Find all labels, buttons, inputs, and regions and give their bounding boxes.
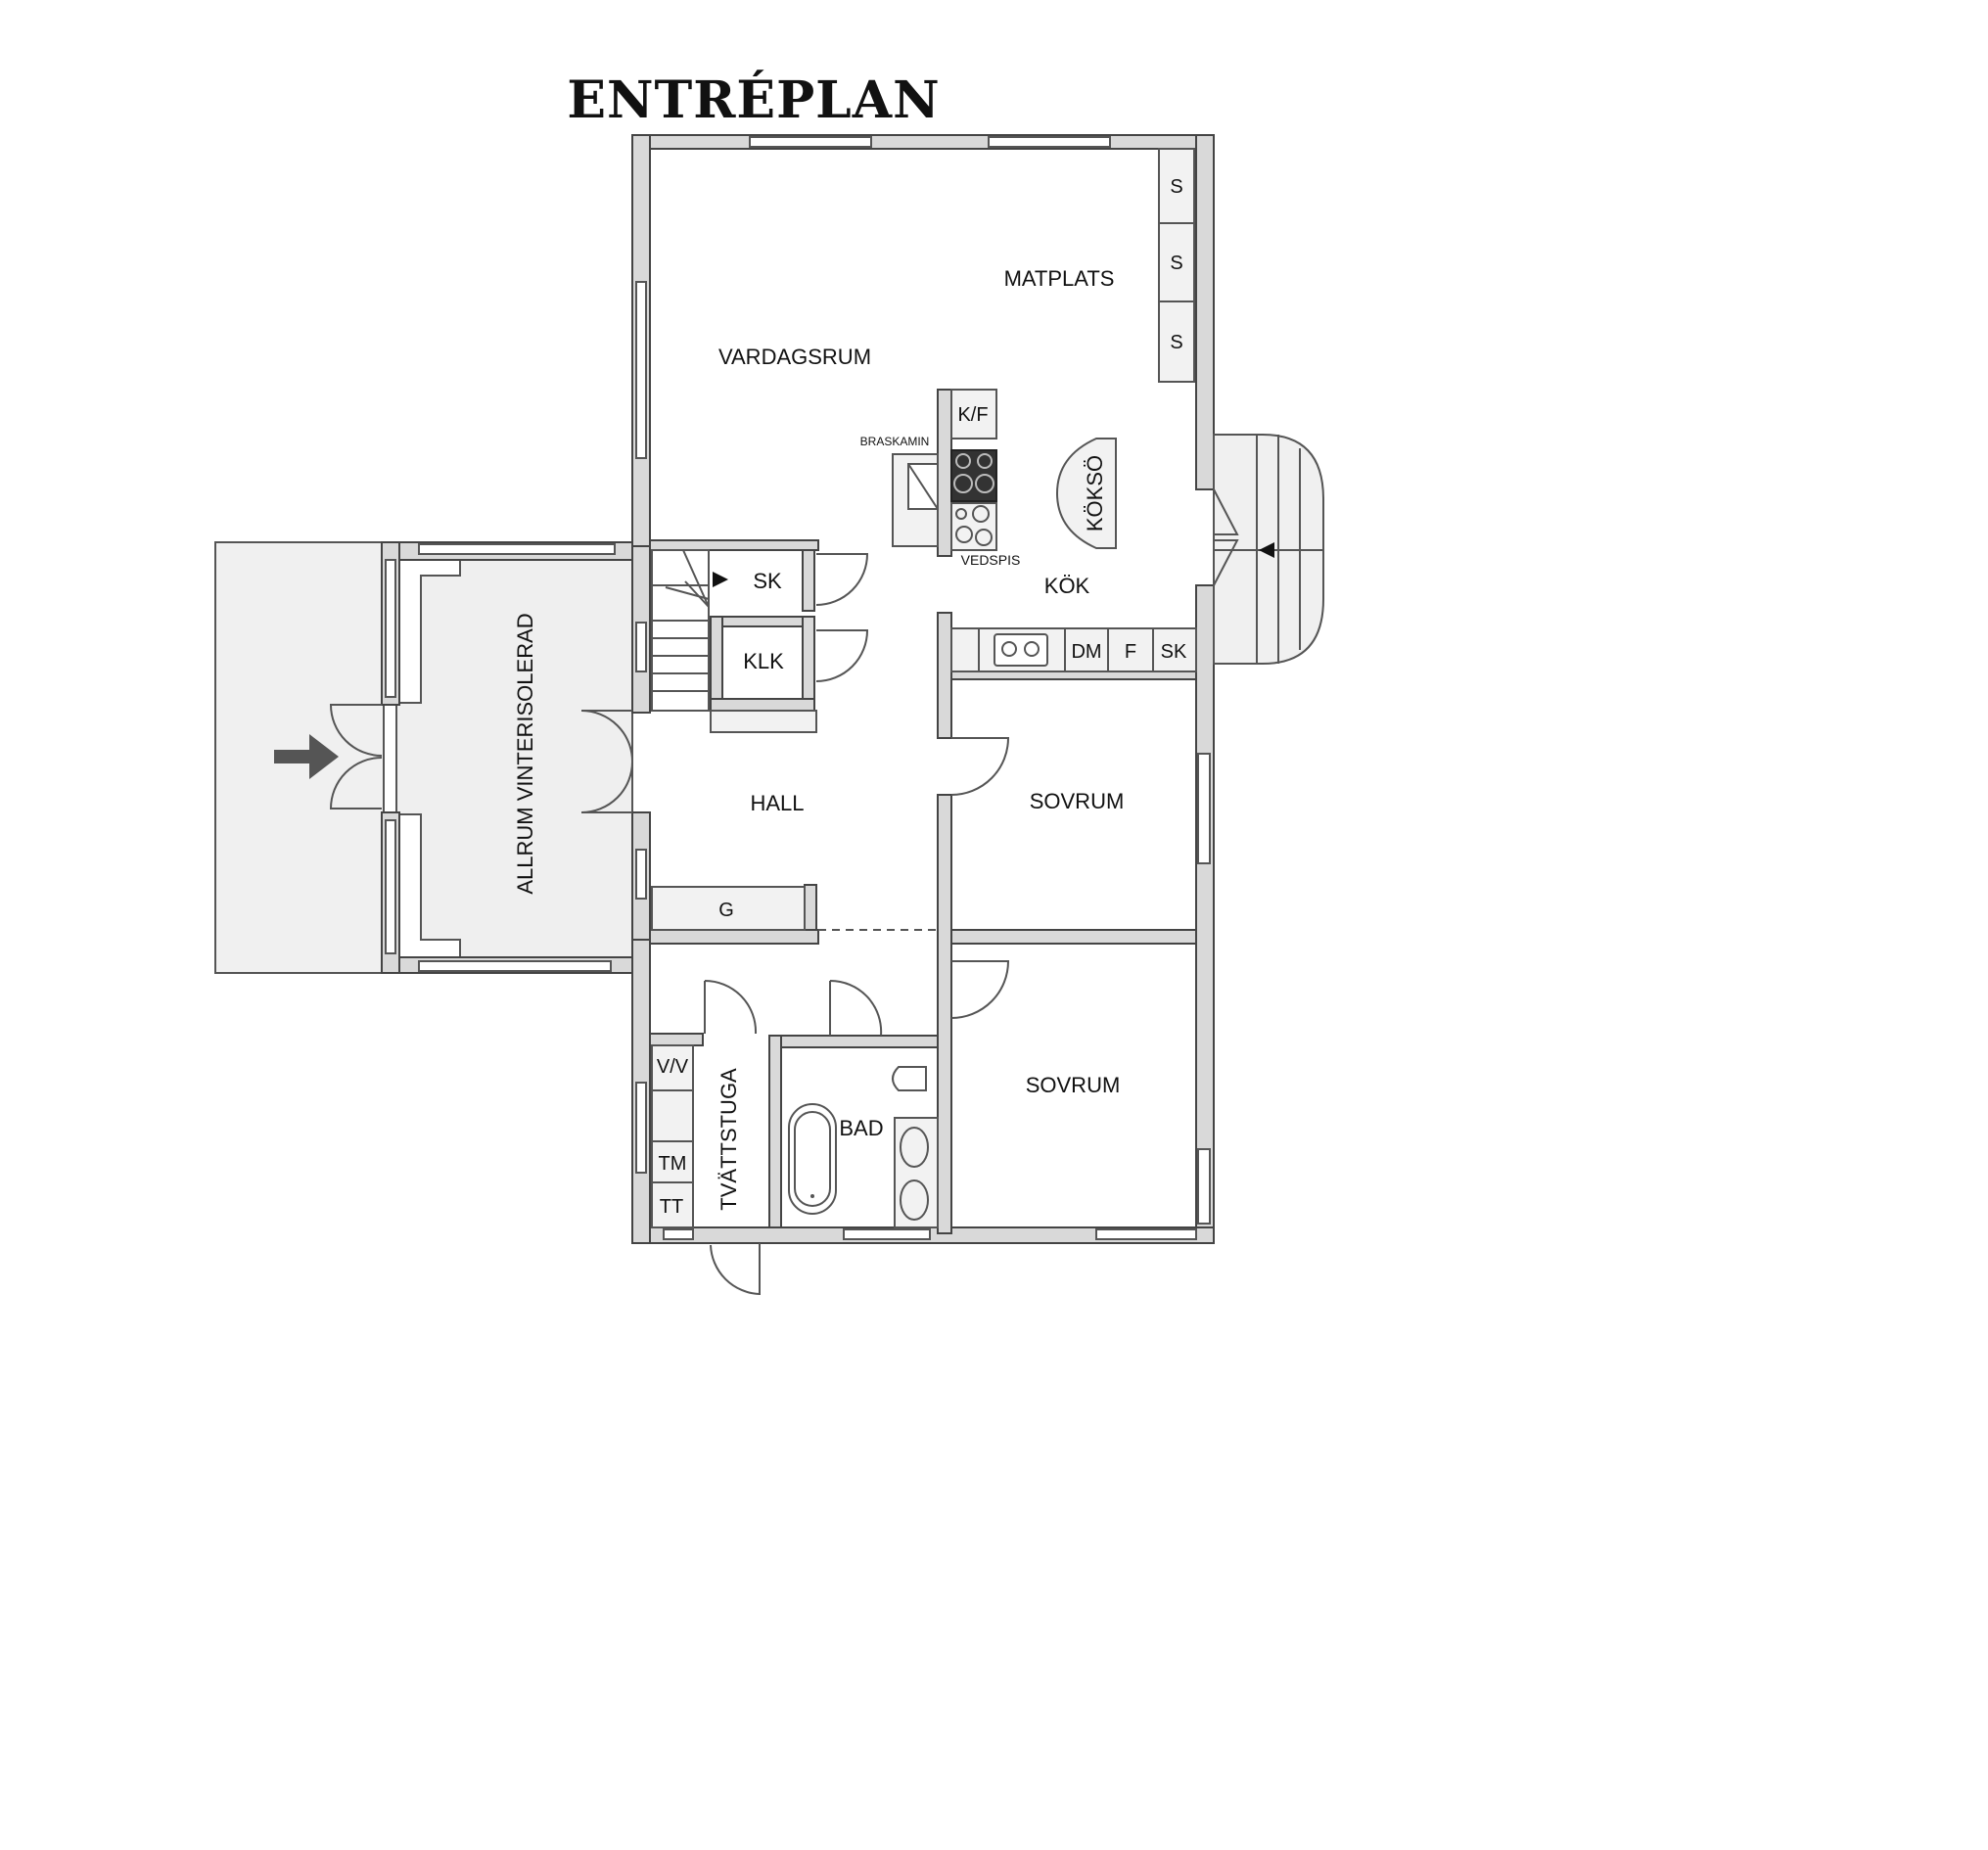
room-label-matplats: MATPLATS — [1004, 266, 1115, 291]
kitchen-column — [892, 389, 997, 557]
kitchen-island — [1055, 438, 1117, 549]
fixture-label-sk-kitchen: SK — [1161, 641, 1187, 663]
room-label-koksoe: KÖKSÖ — [1083, 455, 1107, 532]
fixture-label-dm: DM — [1071, 641, 1101, 663]
bathroom-fixtures — [788, 1066, 939, 1228]
room-label-allrum: ALLRUM VINTERISOLERAD — [513, 613, 537, 894]
windows — [385, 136, 1211, 1240]
stairs-arrow-icon — [713, 572, 728, 587]
room-label-kok: KÖK — [1044, 574, 1090, 598]
fixture-label-s1: S — [1170, 176, 1182, 198]
fixture-label-kf: K/F — [957, 404, 988, 426]
steps-right — [1213, 434, 1324, 665]
fixture-label-s2: S — [1170, 253, 1182, 274]
fixture-label-s3: S — [1170, 332, 1182, 353]
kitchen-counter — [950, 627, 1197, 672]
doors — [329, 488, 1239, 1296]
room-label-tvattstuga: TVÄTTSTUGA — [717, 1068, 741, 1211]
room-label-sovrum-upper: SOVRUM — [1030, 789, 1125, 813]
laundry-fixtures — [651, 1044, 694, 1228]
fixture-label-klk: KLK — [743, 649, 784, 673]
room-label-sovrum-lower: SOVRUM — [1026, 1073, 1121, 1097]
hall-closet — [651, 886, 806, 931]
room-label-vardagsrum: VARDAGSRUM — [718, 345, 871, 369]
entrance-arrow-icon — [274, 734, 339, 779]
fixture-label-vv: V/V — [657, 1056, 689, 1078]
wardrobes-matplats — [1158, 148, 1195, 383]
fixture-label-tm: TM — [659, 1153, 687, 1175]
fixture-label-f: F — [1125, 641, 1136, 663]
fixture-label-g: G — [718, 900, 734, 921]
room-label-bad: BAD — [839, 1116, 883, 1140]
fixture-label-vedspis: VEDSPIS — [961, 552, 1021, 568]
fixture-label-braskamin: BRASKAMIN — [860, 435, 930, 448]
fixture-label-tt: TT — [660, 1196, 683, 1218]
room-label-hall: HALL — [750, 791, 804, 815]
stairs — [651, 549, 817, 733]
plan-title: ENTRÉPLAN — [567, 70, 941, 130]
fixture-label-sk-stairs: SK — [753, 569, 782, 593]
